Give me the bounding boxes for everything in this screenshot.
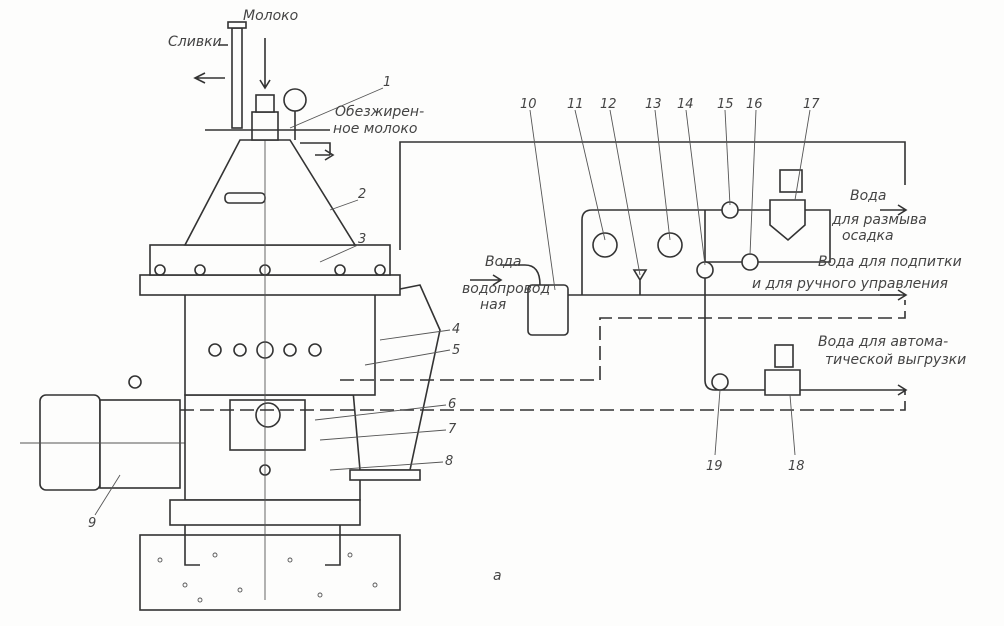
foundation	[139, 525, 401, 611]
callout-7: 7	[448, 422, 457, 437]
callout-2: 2	[358, 187, 366, 202]
callout-18: 18	[788, 459, 805, 474]
callout-15: 15	[717, 97, 734, 112]
callout-12: 12	[600, 97, 617, 112]
water-in-label-1: Вода	[485, 254, 521, 270]
callout-16: 16	[746, 97, 763, 112]
callout-19: 19	[706, 459, 723, 474]
callout-11: 11	[567, 97, 584, 112]
auto-label-1: Вода для автома-	[818, 334, 948, 350]
callout-17: 17	[803, 97, 820, 112]
callout-14: 14	[677, 97, 694, 112]
wash-label-1: Вода	[850, 188, 886, 204]
callout-6: 6	[448, 397, 456, 412]
cream-label: Сливки	[168, 34, 222, 50]
electric-motor	[20, 375, 190, 491]
figure-label: а	[493, 568, 502, 584]
callout-4: 4	[452, 322, 460, 337]
callout-13: 13	[645, 97, 662, 112]
separator-bowl	[139, 95, 401, 600]
milk-label: Молоко	[243, 8, 298, 24]
callout-1: 1	[383, 75, 391, 90]
wash-label-2: для размыва	[831, 212, 927, 228]
auto-label-2: тической выгрузки	[825, 352, 966, 368]
leader-lines	[94, 87, 811, 516]
control-lines	[180, 141, 906, 411]
skim-milk-label-2: ное молоко	[333, 121, 417, 137]
callout-5: 5	[452, 343, 460, 358]
feed-label-2: и для ручного управления	[752, 276, 948, 292]
feed-label-1: Вода для подпитки	[818, 254, 962, 270]
water-piping	[470, 169, 908, 396]
callout-9: 9	[88, 516, 96, 531]
skim-milk-label-1: Обезжирен-	[335, 104, 424, 120]
wash-label-3: осадка	[842, 228, 894, 244]
water-in-label-2: водопровод	[462, 281, 550, 297]
callout-8: 8	[445, 454, 453, 469]
callout-10: 10	[520, 97, 537, 112]
water-in-label-3: ная	[480, 297, 506, 313]
callout-3: 3	[358, 232, 366, 247]
